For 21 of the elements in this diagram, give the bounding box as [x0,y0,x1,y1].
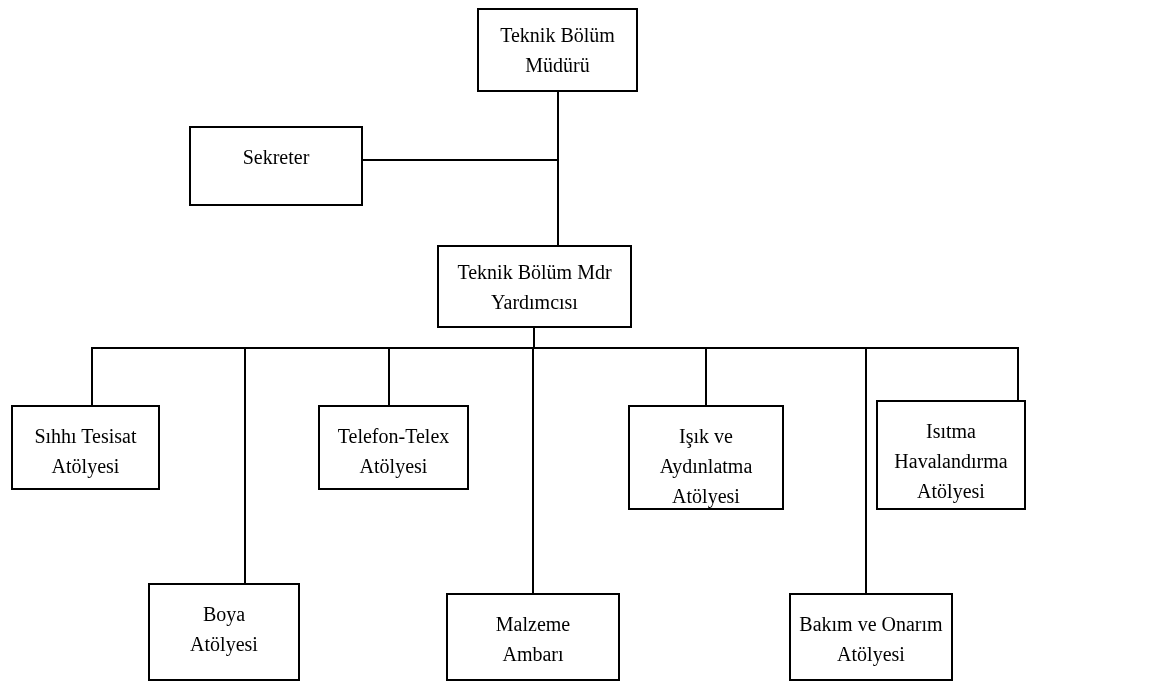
org-box [628,405,784,510]
connector-line [557,91,559,246]
org-box [477,8,638,92]
box-label: Malzeme Ambarı [494,612,572,667]
box-label: Telefon-Telex Atölyesi [336,424,451,480]
org-box [318,405,469,490]
org-box [148,583,300,681]
box-label: Teknik Bölüm Müdürü [499,23,616,78]
box-label: Isıtma Havalandırma Atölyesi [893,419,1009,505]
org-box [189,126,363,206]
org-box [446,593,620,681]
box-label: Boya Atölyesi [189,602,259,658]
box-label: Sıhhı Tesisat Atölyesi [33,424,138,480]
org-box [876,400,1026,510]
org-box [11,405,160,490]
org-box [789,593,953,681]
box-label: Sekreter [242,145,310,170]
box-label: Işık ve Aydınlatma Atölyesi [658,424,754,510]
box-label: Bakım ve Onarım Atölyesi [799,612,943,668]
org-box [437,245,632,328]
box-label: Teknik Bölüm Mdr Yardımcısı [456,259,613,315]
